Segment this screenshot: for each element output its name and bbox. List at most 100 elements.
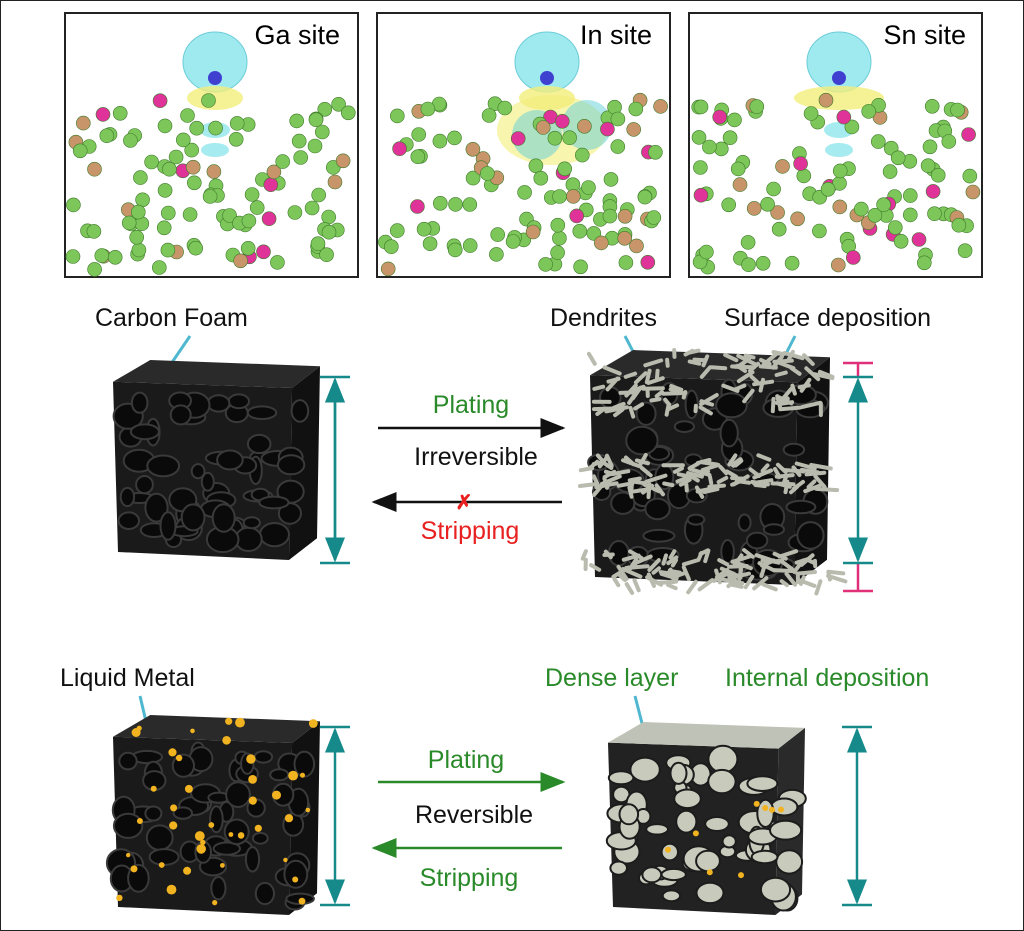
dendrite (800, 400, 823, 410)
dendrite (698, 548, 710, 556)
atom (740, 235, 756, 250)
dendrite (789, 366, 802, 376)
dendrite (774, 370, 788, 377)
liquid-metal-droplet (166, 884, 177, 895)
atom (961, 127, 976, 142)
atom (314, 124, 330, 140)
atom (95, 107, 111, 122)
atom (603, 172, 619, 187)
liquid-metal-droplet (220, 863, 225, 868)
liquid-metal-droplet (158, 862, 165, 868)
dendrite (742, 548, 755, 559)
liquid-metal-droplet (300, 772, 305, 778)
atom (270, 255, 285, 270)
atom (206, 164, 222, 179)
atom (941, 134, 957, 149)
atom (870, 134, 886, 149)
dendrite-cube (578, 348, 848, 596)
liquid-metal-droplet (175, 754, 183, 762)
dendrite (792, 558, 806, 574)
dendrite (789, 484, 800, 495)
dendrite (634, 458, 650, 466)
atom (176, 132, 191, 148)
dendrite (658, 570, 677, 577)
atom (266, 164, 282, 180)
dendrite (721, 383, 740, 393)
atom-structure (691, 31, 981, 275)
atom (610, 111, 626, 127)
atom (162, 161, 177, 177)
height-arrow (842, 725, 872, 907)
dendrite (799, 575, 806, 586)
dendrite (642, 482, 662, 494)
atom (432, 133, 448, 149)
atom (310, 236, 326, 251)
liquid-metal-droplet (183, 866, 192, 875)
atom (187, 175, 202, 191)
dendrite (748, 361, 760, 373)
atom (510, 131, 526, 146)
atom (261, 211, 277, 226)
atom (293, 150, 309, 165)
atom (911, 232, 927, 247)
dendrite (651, 566, 661, 575)
atom (925, 184, 941, 199)
atom (157, 183, 173, 198)
dendrite (586, 351, 597, 366)
atom (882, 164, 898, 179)
atom (727, 112, 742, 128)
atom (340, 105, 356, 121)
dendrite (777, 549, 799, 559)
dendrite (621, 553, 641, 562)
atom (574, 147, 590, 163)
dendrite (743, 574, 755, 590)
dendrite (639, 465, 653, 478)
irreversible-label: Irreversible (414, 443, 538, 471)
dendrite (748, 467, 761, 478)
dendrite (826, 572, 832, 582)
dendrite (597, 456, 609, 469)
liquid-metal-droplet (305, 807, 311, 813)
atom (448, 197, 463, 212)
dendrite (727, 564, 749, 569)
atom (94, 248, 110, 263)
atom (99, 128, 115, 143)
dendrite (602, 469, 617, 479)
liquid-metal-droplet (246, 754, 256, 764)
dendrite (633, 479, 647, 486)
atom (465, 142, 481, 157)
dendrite (743, 353, 756, 360)
dendrite (623, 371, 638, 379)
atom (107, 249, 123, 265)
dendrite (687, 359, 702, 366)
atom (497, 100, 513, 116)
dendrite (727, 453, 738, 467)
dendrite (760, 463, 770, 473)
atom (653, 99, 668, 114)
dendrite (681, 558, 701, 567)
dendrite (756, 453, 772, 462)
atom (572, 223, 588, 239)
height-arrow (843, 361, 873, 593)
atom (240, 241, 256, 256)
atom (335, 153, 351, 169)
atom (189, 120, 204, 136)
atom (144, 154, 159, 170)
dendrite (604, 405, 629, 414)
dendrite (594, 481, 619, 490)
dendrite (688, 474, 700, 483)
height-arrow (320, 725, 350, 907)
dendrite (618, 573, 627, 582)
atom (554, 114, 570, 129)
atom (462, 197, 478, 212)
atom (867, 208, 883, 223)
atom (112, 106, 128, 121)
liquid-metal-droplet (208, 822, 215, 828)
atom (489, 247, 504, 262)
atom (517, 185, 532, 200)
atom (930, 167, 946, 183)
carbon-foam-label: Carbon Foam (95, 304, 248, 332)
dendrite (814, 579, 823, 596)
atom-structure (378, 31, 668, 277)
